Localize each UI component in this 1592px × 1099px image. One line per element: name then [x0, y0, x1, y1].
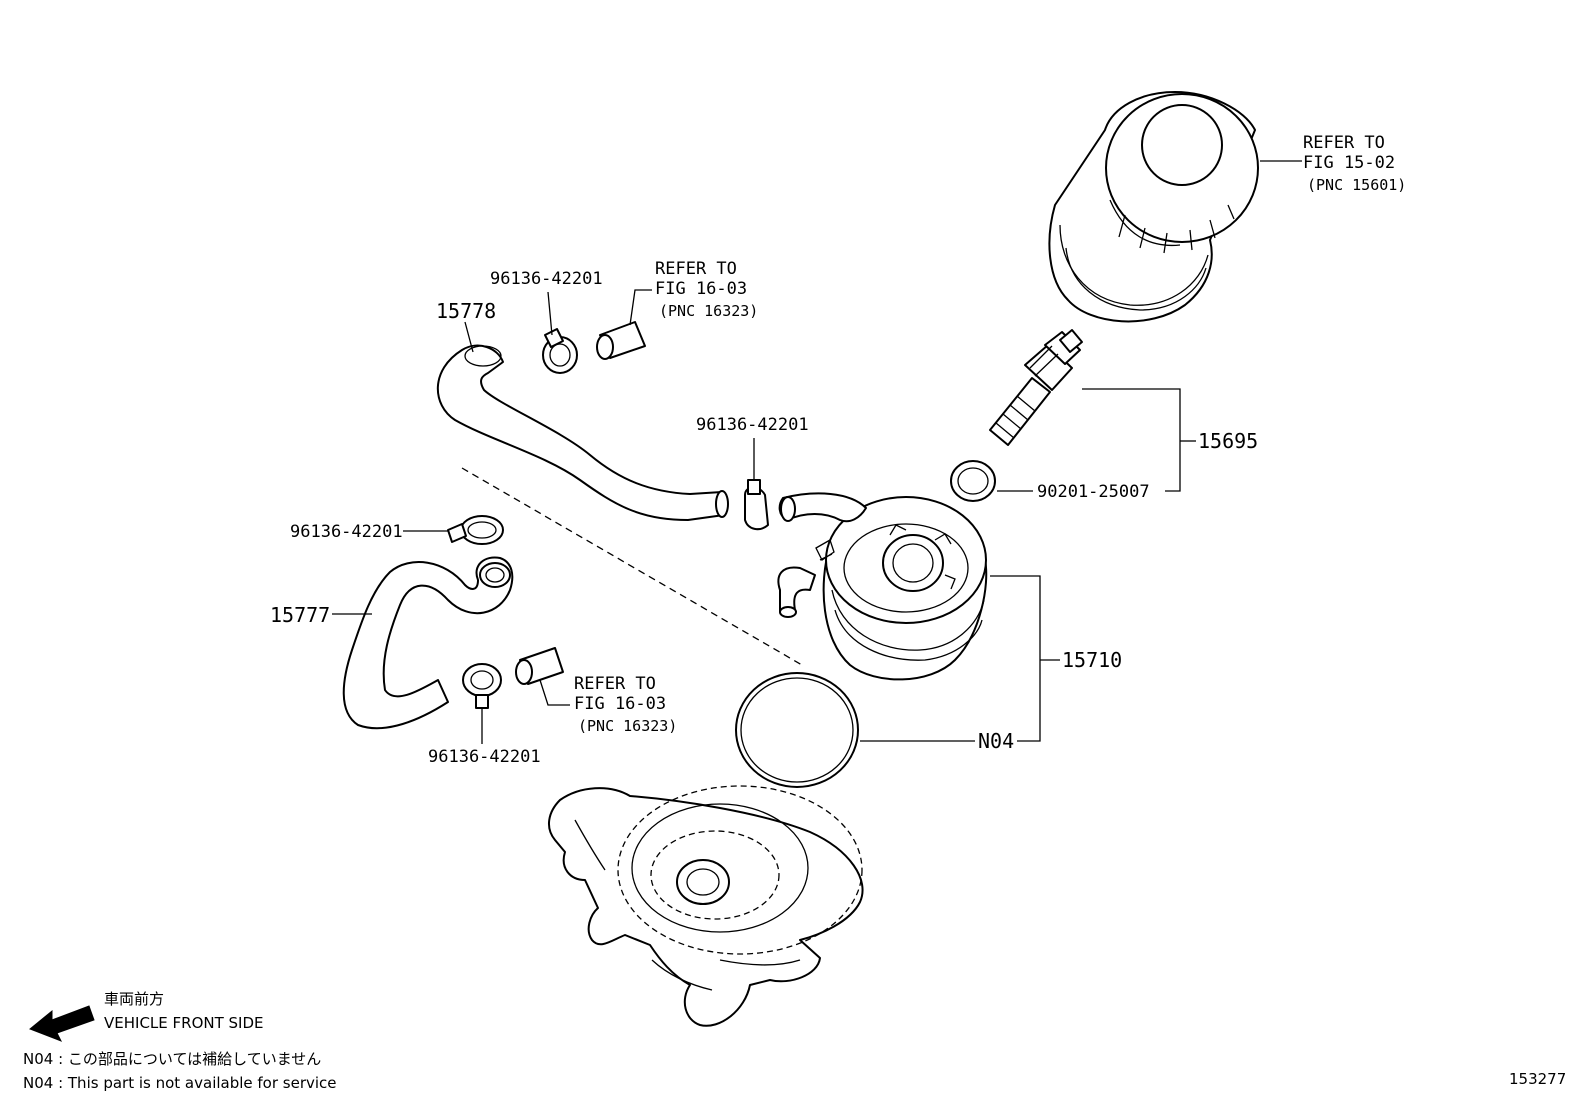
oil-filter-drawing [1048, 91, 1259, 323]
clamp-upper-right-drawing [744, 479, 769, 531]
oil-cooler-drawing [777, 492, 988, 681]
clamp-upper-left-drawing [542, 328, 578, 374]
hose-15777-drawing [342, 556, 514, 730]
cooler-callout: 15710 N04 [860, 575, 1122, 753]
part-number-15695: 15695 [1198, 429, 1258, 453]
clamp-lower-top-drawing [447, 515, 504, 545]
o-ring-n04-drawing [735, 672, 859, 788]
front-direction-legend: 車両前方 VEHICLE FRONT SIDE [29, 990, 264, 1042]
callout-line: FIG 16-03 [655, 279, 747, 299]
pipe-upper-drawing [596, 321, 646, 360]
callout-line: FIG 15-02 [1303, 153, 1395, 173]
note-en: N04 : This part is not available for ser… [23, 1074, 337, 1092]
union-bolt-drawing [989, 329, 1083, 446]
callout-line: REFER TO [574, 674, 656, 694]
callout-line: REFER TO [1303, 133, 1385, 153]
note-jp: N04 : この部品については補給していません [23, 1050, 321, 1068]
part-number-15710: 15710 [1062, 648, 1122, 672]
service-note: N04 : この部品については補給していません N04 : This part … [23, 1050, 337, 1092]
lower-hose-callouts: 96136-42201 15777 96136-42201 REFER TO F… [270, 522, 677, 767]
callout-line: (PNC 16323) [578, 717, 677, 735]
part-number-15778: 15778 [436, 299, 496, 323]
clamp-part-number: 96136-42201 [290, 522, 403, 542]
clamp-part-number: 96136-42201 [696, 415, 809, 435]
arrow-left-icon [29, 1005, 95, 1042]
hose-15778-drawing [436, 344, 729, 521]
oil-filter-callout: REFER TO FIG 15-02 (PNC 15601) [1260, 133, 1406, 194]
bolt-callout: 15695 90201-25007 [997, 388, 1258, 502]
clamp-lower-bottom-drawing [462, 663, 502, 709]
part-number-15777: 15777 [270, 603, 330, 627]
pipe-lower-drawing [515, 647, 564, 685]
cooler-housing-drawing [548, 785, 864, 1027]
callout-line: (PNC 16323) [659, 302, 758, 320]
direction-label-en: VEHICLE FRONT SIDE [104, 1014, 264, 1032]
clamp-part-number: 96136-42201 [490, 269, 603, 289]
callout-line: (PNC 15601) [1307, 176, 1406, 194]
part-number-n04: N04 [978, 729, 1014, 753]
callout-line: REFER TO [655, 259, 737, 279]
part-number-90201: 90201-25007 [1037, 482, 1150, 502]
gasket-90201-drawing [950, 460, 996, 502]
direction-label-jp: 車両前方 [104, 990, 164, 1008]
alignment-line [461, 467, 803, 666]
upper-hose-callouts: 15778 96136-42201 REFER TO FIG 16-03 (PN… [436, 259, 809, 480]
callout-line: FIG 16-03 [574, 694, 666, 714]
clamp-part-number: 96136-42201 [428, 747, 541, 767]
figure-number: 153277 [1509, 1070, 1566, 1088]
